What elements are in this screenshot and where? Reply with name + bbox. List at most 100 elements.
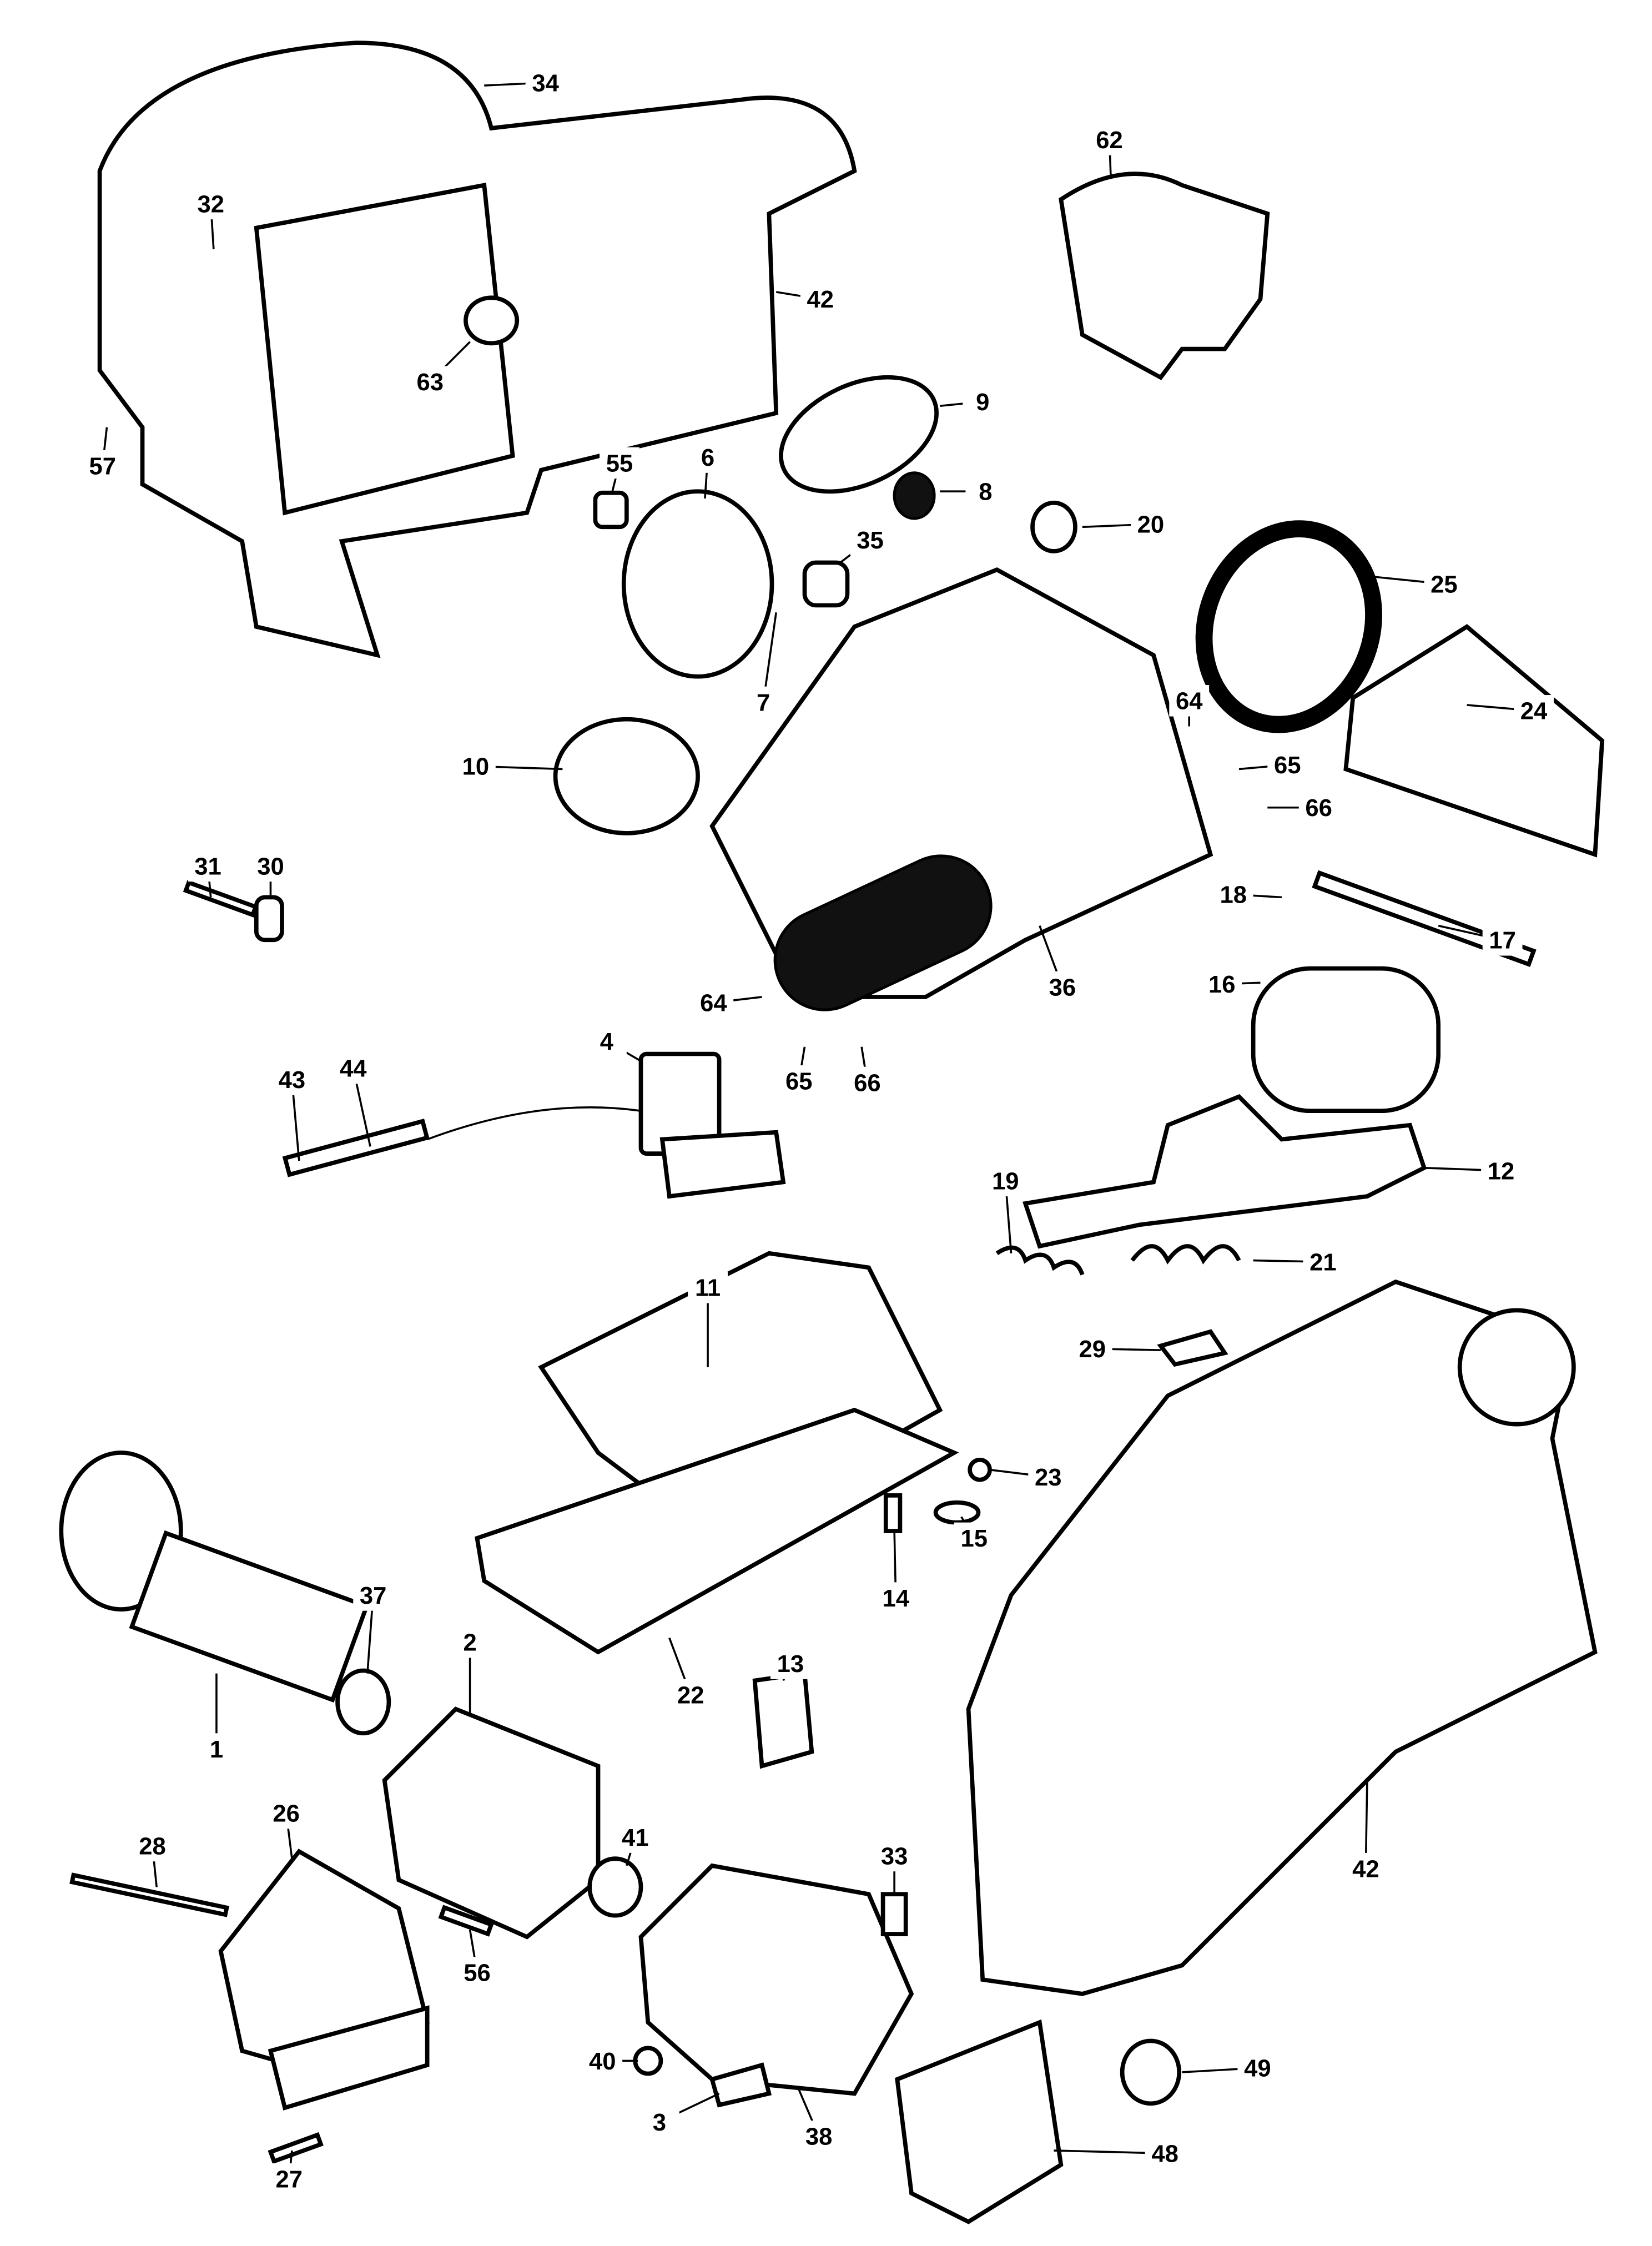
label-background	[1481, 1155, 1521, 1187]
label-background	[1072, 1333, 1112, 1364]
label-background	[800, 283, 840, 315]
part-number-label: 2	[463, 1630, 476, 1656]
part-number-label: 32	[197, 191, 224, 218]
label-background	[1213, 879, 1253, 910]
part-drawings	[59, 41, 1605, 2224]
motor-housing-42	[966, 1279, 1598, 1996]
part-number-label: 65	[1274, 752, 1301, 779]
label-background	[455, 751, 496, 782]
bearing-37	[335, 1668, 391, 1736]
label-background	[770, 1648, 810, 1679]
part-number-label: 4	[600, 1029, 614, 1055]
part-number-label: 11	[695, 1275, 721, 1302]
armature-1	[129, 1530, 370, 1703]
part-number-label: 31	[194, 853, 221, 880]
label-background	[1424, 568, 1464, 600]
part-number-label: 9	[976, 389, 989, 416]
clip-33	[880, 1892, 908, 1936]
small-belt-9	[779, 375, 939, 494]
screw-28	[69, 1872, 230, 1917]
part-number-label: 44	[340, 1056, 367, 1082]
part-number-label: 20	[1137, 512, 1165, 538]
part-number-label: 37	[360, 1583, 387, 1609]
part-number-label: 3	[653, 2109, 666, 2136]
part-number-label: 24	[1520, 698, 1548, 725]
axle-17	[1312, 870, 1537, 968]
part-number-label: 41	[622, 1825, 649, 1851]
part-number-label: 10	[462, 754, 490, 780]
part-number-label: 34	[532, 70, 559, 97]
part-number-label: 19	[992, 1168, 1019, 1195]
bearing-63	[464, 295, 520, 346]
label-background	[272, 1064, 312, 1095]
washer-15	[933, 1500, 981, 1525]
label-background	[333, 1053, 374, 1084]
part-number-label: 66	[854, 1070, 881, 1096]
part-number-label: 26	[273, 1800, 300, 1827]
part-number-label: 66	[1305, 795, 1332, 822]
part-number-label: 55	[606, 450, 633, 477]
sleeve-30	[254, 895, 284, 943]
label-background	[190, 188, 231, 220]
part-number-label: 8	[979, 479, 992, 506]
part-number-label: 56	[464, 1960, 491, 1987]
gear-6	[621, 489, 774, 679]
label-background	[799, 2121, 839, 2152]
part-number-label: 30	[257, 853, 284, 880]
field-38	[638, 1863, 914, 2096]
pin-14	[883, 1493, 903, 1533]
cable-44	[427, 1106, 641, 1141]
bearing-seat	[1457, 1308, 1576, 1427]
label-background	[188, 850, 228, 882]
label-background	[954, 1522, 994, 1554]
label-background	[197, 1733, 236, 1765]
screw-56	[438, 1905, 494, 1937]
part-number-label: 13	[777, 1651, 804, 1678]
part-number-label: 49	[1244, 2056, 1271, 2082]
part-number-label: 17	[1489, 928, 1516, 954]
plug-43	[282, 1119, 430, 1177]
part-number-label: 38	[805, 2124, 833, 2151]
drive-roller	[773, 854, 993, 1011]
bearing-41	[587, 1856, 643, 1918]
plate-under-26	[268, 2005, 430, 2111]
spring-21	[1130, 1244, 1241, 1265]
platen-pad-22	[475, 1407, 959, 1655]
part-number-label: 14	[882, 1585, 909, 1612]
label-background	[1089, 124, 1130, 155]
part-number-label: 64	[1176, 688, 1203, 715]
plate-24	[1343, 624, 1605, 858]
label-background	[600, 447, 639, 479]
part-number-label: 6	[701, 445, 714, 471]
label-background	[1202, 968, 1242, 1000]
label-background	[132, 1830, 173, 1862]
label-background	[693, 986, 734, 1019]
part-number-label: 27	[276, 2167, 303, 2193]
part-number-label: 15	[961, 1525, 988, 1552]
label-background	[688, 441, 728, 473]
label-background	[850, 524, 890, 556]
label-background	[353, 1579, 394, 1611]
label-background	[875, 1582, 916, 1614]
roller-16	[1251, 966, 1441, 1114]
brush-holder-48	[895, 2019, 1064, 2224]
label-background	[250, 850, 291, 882]
bushing-55	[593, 490, 629, 530]
part-number-label: 36	[1049, 974, 1076, 1001]
label-background	[410, 366, 450, 397]
label-background	[457, 1957, 497, 1988]
belt-10	[553, 717, 700, 835]
stator-2	[382, 1706, 601, 1940]
screw-27	[268, 2132, 324, 2164]
label-background	[688, 1272, 728, 1303]
pulley-8	[893, 471, 936, 520]
part-number-label: 12	[1488, 1158, 1515, 1185]
part-number-label: 21	[1309, 1250, 1337, 1276]
label-background	[1131, 508, 1171, 540]
part-number-label: 7	[757, 689, 770, 716]
part-number-label: 64	[700, 990, 727, 1017]
clip-29	[1157, 1329, 1228, 1367]
part-number-label: 57	[89, 453, 116, 480]
label-background	[525, 67, 566, 99]
